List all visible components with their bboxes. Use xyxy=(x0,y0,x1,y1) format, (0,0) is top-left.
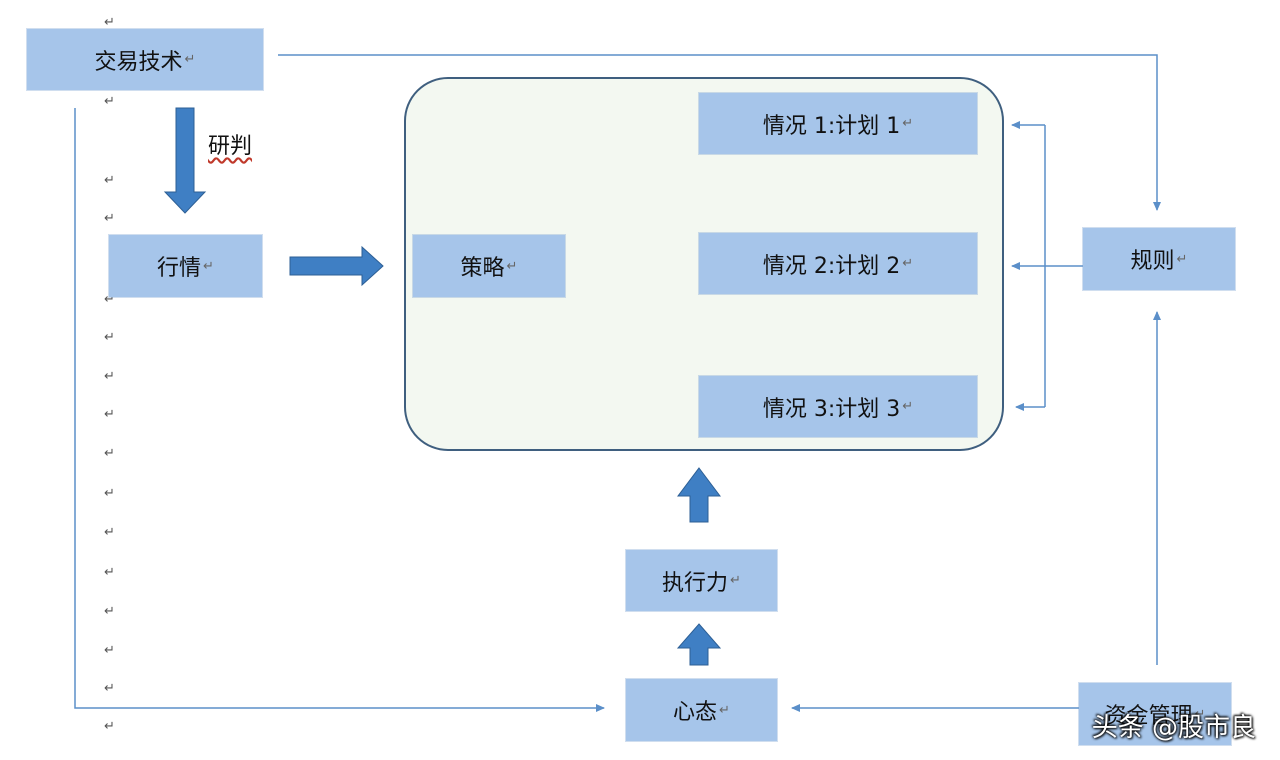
node-market: 行情↵ xyxy=(109,235,262,297)
node-label: 交易技术 xyxy=(94,49,183,75)
return-mark: ↵ xyxy=(203,258,214,274)
node-strategy: 策略↵ xyxy=(413,235,565,297)
arrow-right-market-to-strategy xyxy=(289,245,384,287)
return-mark: ↵ xyxy=(104,525,115,540)
return-mark: ↵ xyxy=(104,643,115,658)
return-mark: ↵ xyxy=(719,702,730,718)
return-mark: ↵ xyxy=(104,604,115,619)
return-mark: ↵ xyxy=(104,446,115,461)
return-mark: ↵ xyxy=(104,719,115,734)
return-mark: ↵ xyxy=(104,407,115,422)
node-label: 资金管理 xyxy=(1104,704,1193,729)
line-tradetech-to-rules xyxy=(278,54,1161,211)
return-mark: ↵ xyxy=(104,15,115,30)
node-mindset: 心态↵ xyxy=(626,679,777,741)
node-label: 行情 xyxy=(157,256,202,281)
node-case-3: 情况 3:计划 3↵ xyxy=(699,376,977,437)
node-label: 情况 2:计划 2 xyxy=(762,253,901,279)
line-tradetech-to-mindset xyxy=(74,108,605,712)
return-mark: ↵ xyxy=(730,573,741,588)
node-trading-tech: 交易技术↵ xyxy=(27,29,263,90)
arrow-up-execution-to-panel xyxy=(677,467,721,523)
return-mark: ↵ xyxy=(506,258,518,274)
return-mark: ↵ xyxy=(104,330,115,345)
return-mark: ↵ xyxy=(104,486,115,501)
node-label: 心态 xyxy=(673,700,718,725)
node-money-management: 资金管理↵ xyxy=(1079,683,1231,745)
return-mark: ↵ xyxy=(104,369,115,384)
node-rules: 规则↵ xyxy=(1083,228,1235,290)
return-mark: ↵ xyxy=(104,681,115,696)
node-label: 情况 3:计划 3 xyxy=(762,396,901,422)
return-mark: ↵ xyxy=(104,94,115,109)
return-mark: ↵ xyxy=(104,292,115,307)
return-mark: ↵ xyxy=(1176,251,1188,267)
return-mark: ↵ xyxy=(184,52,196,67)
return-mark: ↵ xyxy=(902,116,914,131)
node-label: 执行力 xyxy=(662,570,729,596)
return-mark: ↵ xyxy=(104,173,115,188)
watermark: 头条 @股市良 xyxy=(1091,713,1256,743)
return-mark: ↵ xyxy=(1194,706,1206,722)
return-mark: ↵ xyxy=(104,211,115,226)
return-mark: ↵ xyxy=(902,256,914,271)
arrow-down-research xyxy=(163,107,207,214)
node-label: 规则 xyxy=(1130,249,1175,274)
node-case-1: 情况 1:计划 1↵ xyxy=(699,93,977,154)
node-execution: 执行力↵ xyxy=(626,550,777,611)
return-mark: ↵ xyxy=(902,399,914,414)
return-mark: ↵ xyxy=(104,565,115,580)
node-label: 策略 xyxy=(460,256,505,281)
edge-label-research: 研判 xyxy=(208,134,253,159)
node-label: 情况 1:计划 1 xyxy=(762,113,901,139)
arrow-up-mindset-to-execution xyxy=(676,623,722,666)
node-case-2: 情况 2:计划 2↵ xyxy=(699,233,977,294)
